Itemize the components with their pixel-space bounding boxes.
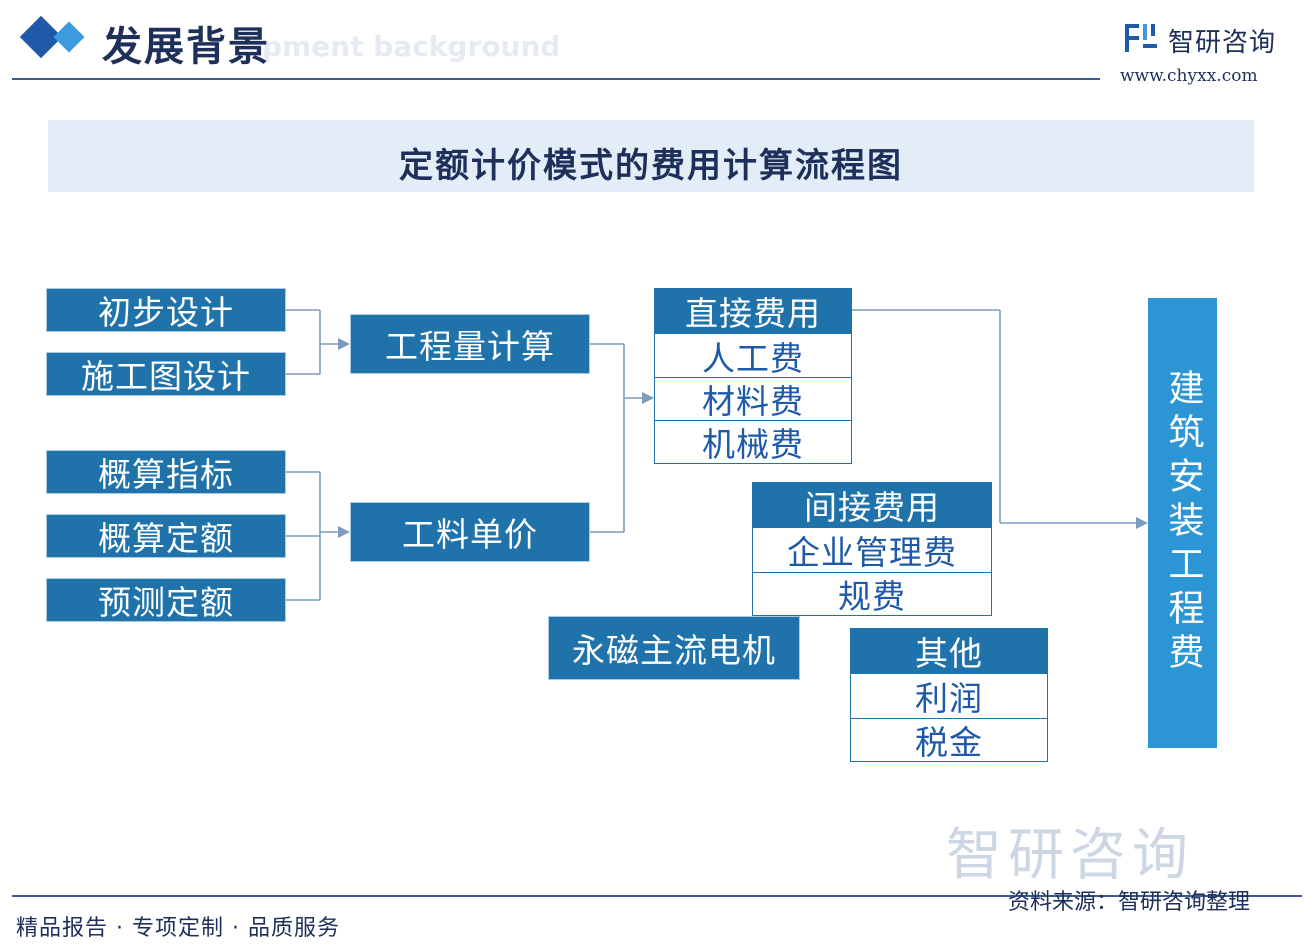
- brand-name: 智研咨询: [1168, 28, 1277, 58]
- direct-cost-item: 材料费: [655, 377, 851, 421]
- input-estimate-index: 概算指标: [46, 450, 286, 494]
- section-subtitle: pment background: [262, 30, 561, 63]
- direct-cost-item: 人工费: [655, 333, 851, 378]
- indirect-cost-item: 规费: [753, 572, 991, 616]
- diagram-title: 定额计价模式的费用计算流程图: [399, 146, 903, 186]
- watermark-brand: 智研咨询: [946, 823, 1194, 888]
- input-estimate-quota: 概算定额: [46, 514, 286, 558]
- footer-source: 资料来源：智研咨询整理: [1008, 890, 1251, 915]
- indirect-costs-group: 间接费用 企业管理费 规费: [752, 482, 992, 616]
- brand-logo-icon: [1125, 24, 1157, 52]
- footer-slogan: 精品报告 · 专项定制 · 品质服务: [16, 916, 340, 941]
- quantity-calculation-box: 工程量计算: [350, 314, 590, 374]
- input-construction-drawing-design: 施工图设计: [46, 352, 286, 396]
- other-cost-item: 利润: [851, 673, 1047, 718]
- unit-price-box: 工料单价: [350, 502, 590, 562]
- direct-costs-head: 直接费用: [655, 289, 851, 333]
- floating-motor-box: 永磁主流电机: [548, 616, 800, 680]
- other-costs-group: 其他 利润 税金: [850, 628, 1048, 762]
- indirect-cost-item: 企业管理费: [753, 527, 991, 572]
- input-preliminary-design: 初步设计: [46, 288, 286, 332]
- other-costs-head: 其他: [851, 629, 1047, 673]
- direct-costs-group: 直接费用 人工费 材料费 机械费: [654, 288, 852, 464]
- header-divider: [12, 78, 1100, 80]
- brand-url: www.chyxx.com: [1120, 66, 1258, 86]
- direct-cost-item: 机械费: [655, 420, 851, 464]
- other-cost-item: 税金: [851, 718, 1047, 762]
- construction-installation-cost-box: 建筑安装工程费: [1148, 298, 1217, 748]
- footer-divider: [12, 895, 1302, 897]
- input-forecast-quota: 预测定额: [46, 578, 286, 622]
- diagram-title-band: 定额计价模式的费用计算流程图: [48, 120, 1254, 192]
- section-title: 发展背景: [102, 24, 270, 70]
- indirect-costs-head: 间接费用: [753, 483, 991, 527]
